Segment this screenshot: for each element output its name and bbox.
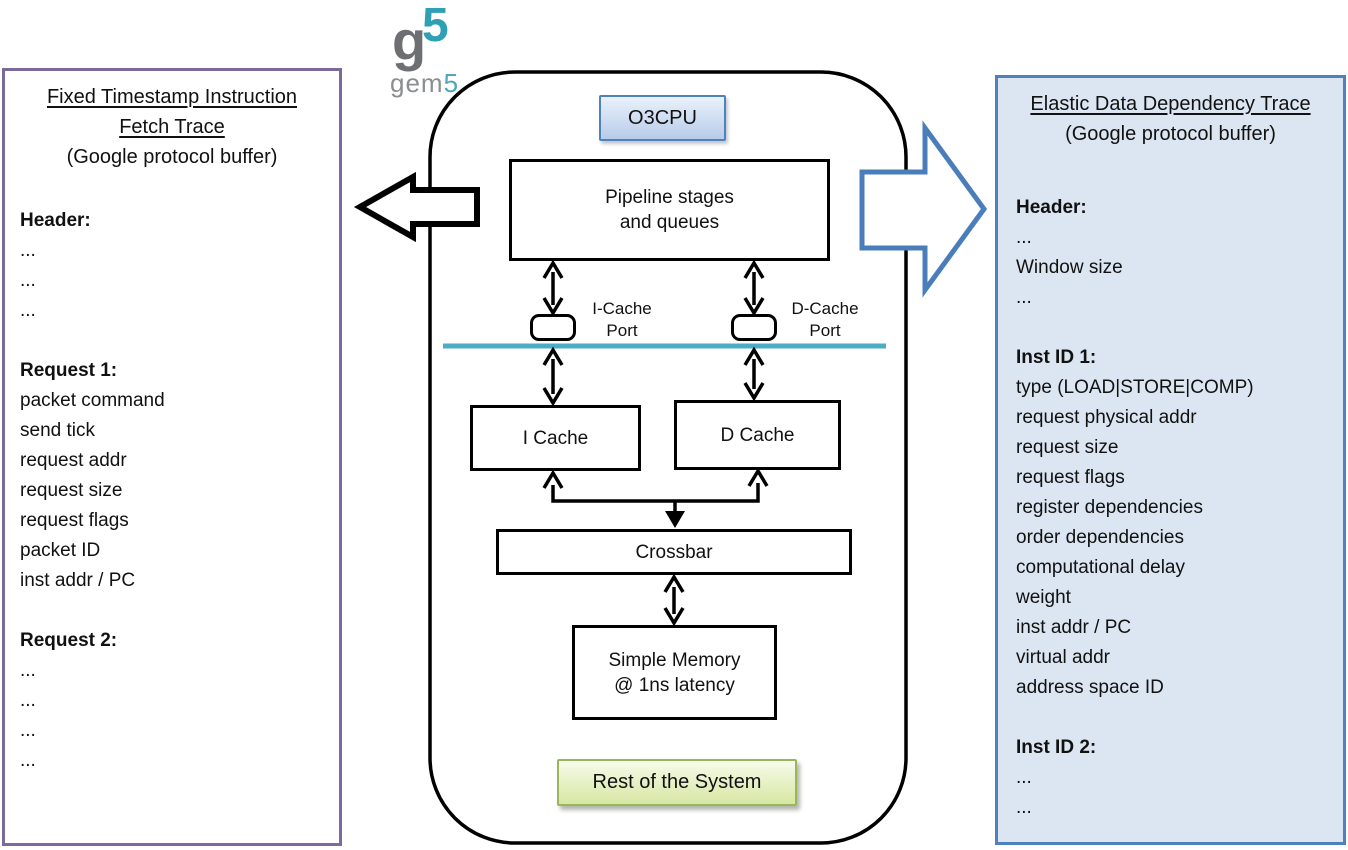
trace-line: address space ID [1016,677,1164,698]
crossbar-memory-arrow [663,573,685,627]
icache-port-label: I-Cache Port [577,298,667,342]
simple-memory-box: Simple Memory @ 1ns latency [572,625,777,720]
dcache-box: D Cache [674,400,841,470]
trace-line: request physical addr [1016,407,1197,428]
gem5-wordmark: gem5 [390,68,459,99]
trace-line: weight [1016,587,1071,608]
crossbar-box: Crossbar [496,529,852,575]
trace-line: request flags [20,510,129,531]
trace-line: ... [20,750,36,771]
dcacheport-dcache-arrow [743,346,765,402]
trace-line: Inst ID 2: [1016,737,1097,758]
trace-line: send tick [20,420,95,441]
fetch-trace-body: Header:......... Request 1: packet command… [5,206,339,776]
trace-line: request flags [1016,467,1125,488]
trace-line: request addr [20,450,127,471]
fetch-trace-subtitle: (Google protocol buffer) [66,146,278,168]
trace-line: ... [1016,767,1032,788]
gem5-logo-g-glyph: g [392,9,427,72]
rest-of-system-label: Rest of the System [592,771,762,793]
icache-port-box [530,314,576,341]
pipeline-icacheport-arrow [542,259,564,317]
icache-port-label-line1: I-Cache [592,299,652,318]
elastic-trace-subtitle: (Google protocol buffer) [1065,123,1276,145]
icacheport-icache-arrow [542,346,564,407]
trace-line: ... [20,720,36,741]
trace-line: register dependencies [1016,497,1203,518]
gem5-logo: g 5 gem5 [386,0,482,104]
pipeline-label-line1: Pipeline stages [605,187,734,208]
trace-line: ... [20,300,36,321]
icache-port-label-line2: Port [606,321,638,340]
trace-line: ... [20,660,36,681]
trace-line: ... [20,690,36,711]
trace-line: packet ID [20,540,101,561]
trace-line: request size [1016,437,1119,458]
trace-line: Request 2: [20,630,118,651]
trace-line: Header: [1016,197,1087,218]
trace-line: Request 1: [20,360,118,381]
fetch-trace-title-line2: Fetch Trace [119,116,225,138]
elastic-trace-body: Header:... Window size... Inst ID 1: type (… [998,193,1343,823]
caches-crossbar-connector [542,467,769,528]
trace-line: ... [1016,227,1032,248]
trace-line: type (LOAD|STORE|COMP) [1016,377,1254,398]
dcache-port-label-line1: D-Cache [791,299,859,318]
trace-line: Inst ID 1: [1016,347,1097,368]
o3cpu-box: O3CPU [599,95,726,141]
pipeline-dcacheport-arrow [743,259,765,317]
pipeline-box: Pipeline stages and queues [509,159,830,261]
simple-memory-label-line1: Simple Memory [608,649,741,671]
fetch-trace-title-line1: Fixed Timestamp Instruction [46,86,298,108]
trace-line: order dependencies [1016,527,1184,548]
trace-line: ... [1016,797,1032,818]
fetch-trace-title: Fixed Timestamp Instruction Fetch Trace … [5,71,339,172]
fetch-trace-arrow [353,171,480,243]
icache-box: I Cache [470,405,641,471]
trace-line: Window size [1016,257,1123,278]
dcache-port-label-line2: Port [809,321,841,340]
trace-line: ... [20,270,36,291]
gem5-wordmark-gem: gem [390,68,444,98]
fetch-trace-panel: Fixed Timestamp Instruction Fetch Trace … [2,68,342,846]
pipeline-label-line2: and queues [619,212,720,233]
gem5-wordmark-5: 5 [443,68,460,98]
trace-line: Header: [20,210,91,231]
crossbar-label: Crossbar [635,541,713,563]
trace-line: ... [20,240,36,261]
elastic-trace-title-line1: Elastic Data Dependency Trace [1030,93,1311,115]
dcache-port-box [731,314,777,341]
rest-of-system-box: Rest of the System [557,759,797,806]
elastic-trace-title: Elastic Data Dependency Trace (Google pr… [998,78,1343,149]
o3cpu-label: O3CPU [628,106,697,129]
simple-memory-label-line2: @ 1ns latency [614,674,735,696]
gem5-logo-5-glyph: 5 [422,0,449,52]
trace-line: inst addr / PC [20,570,136,591]
trace-line: request size [20,480,123,501]
trace-line: computational delay [1016,557,1185,578]
icache-label: I Cache [522,427,589,449]
dcache-label: D Cache [720,424,795,446]
elastic-trace-panel: Elastic Data Dependency Trace (Google pr… [995,75,1346,845]
elastic-trace-arrow [859,120,988,298]
trace-line: inst addr / PC [1016,617,1132,638]
trace-line: virtual addr [1016,647,1110,668]
trace-line: ... [1016,287,1032,308]
cpu-boundary-outline [428,70,908,845]
trace-line: packet command [20,390,165,411]
dcache-port-label: D-Cache Port [780,298,870,342]
